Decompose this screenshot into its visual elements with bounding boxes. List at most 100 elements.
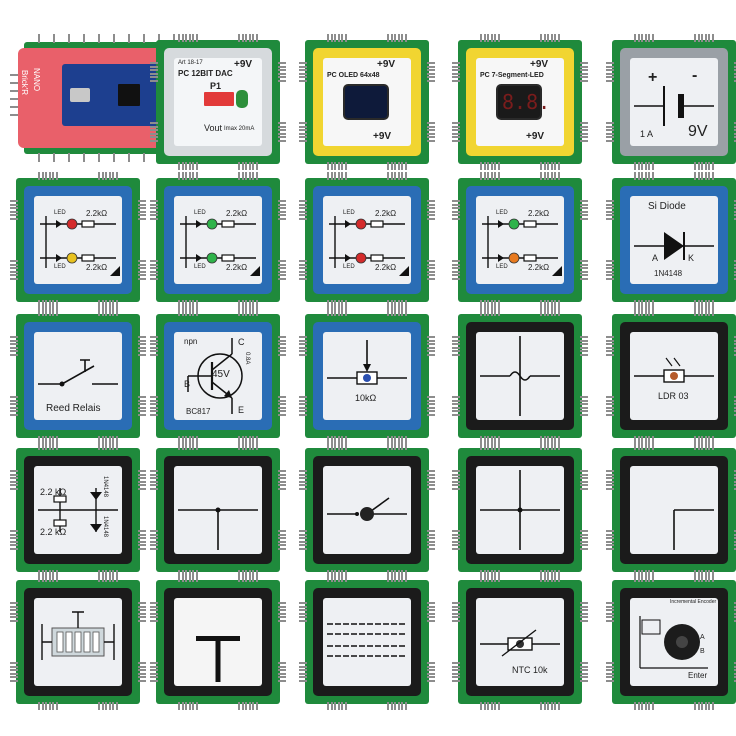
connector-pin <box>694 442 696 450</box>
connector-pin <box>483 308 486 316</box>
connector-pin <box>694 702 696 710</box>
connector-pin <box>278 274 286 276</box>
connector-pin <box>299 679 307 682</box>
connector-pin <box>497 442 500 450</box>
connector-pin <box>580 139 588 142</box>
connector-pin <box>278 533 286 536</box>
connector-pin <box>138 346 146 349</box>
connector-pin <box>178 172 180 180</box>
connector-pin <box>701 574 703 582</box>
connector-pin <box>68 34 70 43</box>
connector-pin <box>480 702 482 710</box>
connector-pin <box>452 616 460 618</box>
connector-pin <box>606 530 614 532</box>
connector-pin <box>150 480 158 483</box>
connector-pin <box>278 339 286 342</box>
connector-pin <box>330 574 333 582</box>
connector-pin <box>487 172 489 180</box>
connector-pin <box>178 442 180 450</box>
connector-pin <box>452 530 460 532</box>
power-label-bottom: +9V <box>373 131 392 142</box>
connector-pin <box>637 702 640 710</box>
connector-pin <box>337 442 340 450</box>
connector-pin <box>497 308 500 316</box>
connector-pin <box>427 612 435 615</box>
connector-pin <box>606 353 614 356</box>
connector-pin <box>150 274 158 276</box>
connector-pin <box>734 396 736 398</box>
led-label-bottom: LED <box>194 264 206 270</box>
connector-pin <box>387 172 389 180</box>
connector-pin <box>390 442 393 450</box>
connector-pin <box>494 172 496 180</box>
connector-pin <box>278 484 286 486</box>
connector-pin <box>452 62 460 64</box>
connector-pin <box>195 172 198 180</box>
connector-pin <box>105 300 107 308</box>
connector-pin <box>704 162 707 170</box>
connector-pin <box>138 540 146 543</box>
connector-pin <box>480 442 482 450</box>
connector-pin <box>634 34 636 42</box>
connector-pin <box>245 574 247 582</box>
connector-pin <box>115 300 118 308</box>
connector-pin <box>606 473 614 476</box>
connector-pin <box>394 34 396 42</box>
connector-pin <box>150 210 158 213</box>
article-label: Art 18-17 <box>178 60 203 66</box>
connector-pin <box>278 214 286 216</box>
connector-pin <box>452 267 460 269</box>
connector-pin <box>452 605 460 608</box>
connector-pin <box>299 410 307 412</box>
connector-pin <box>150 125 158 128</box>
connector-pin <box>734 410 736 412</box>
connector-pin <box>427 413 435 416</box>
connector-pin <box>701 308 703 316</box>
wire-crossing-symbol <box>480 336 560 416</box>
led-label-top: LED <box>54 210 66 216</box>
power-label-bottom: +9V <box>526 131 545 142</box>
connector-pin <box>138 669 146 671</box>
connector-pin <box>557 34 560 42</box>
connector-pin <box>452 676 460 678</box>
connector-pin <box>427 533 435 536</box>
connector-pin <box>397 172 400 180</box>
connector-pin <box>299 676 307 678</box>
brick-housing <box>313 588 421 696</box>
connector-pin <box>252 34 254 42</box>
resistor-label-bottom: 2.2 kΩ <box>40 527 67 537</box>
connector-pin <box>192 308 194 316</box>
connector-pin <box>480 34 482 42</box>
connector-pin <box>108 300 111 308</box>
connector-pin <box>580 72 588 75</box>
connector-pin <box>185 300 187 308</box>
brick-housing <box>313 456 421 564</box>
connector-pin <box>483 172 486 180</box>
connector-pin <box>105 172 107 180</box>
connector-pin <box>606 679 614 682</box>
connector-pin <box>138 350 146 352</box>
connector-pin <box>299 484 307 486</box>
connector-pin <box>252 574 254 582</box>
title-label: LDR 03 <box>658 391 689 401</box>
connector-pin <box>150 136 158 138</box>
connector-pin <box>252 308 254 316</box>
connector-pin <box>10 399 18 402</box>
connector-pin <box>427 277 435 280</box>
connector-pin <box>115 308 118 316</box>
connector-pin <box>648 172 650 180</box>
connector-pin <box>494 308 496 316</box>
connector-pin <box>427 669 435 671</box>
connector-pin <box>487 702 489 710</box>
connector-pin <box>278 132 286 135</box>
connector-pin <box>483 162 486 170</box>
connector-pin <box>452 343 460 345</box>
connector-pin <box>397 442 400 450</box>
connector-pin <box>734 616 736 618</box>
connector-pin <box>138 487 146 490</box>
connector-pin <box>278 263 286 266</box>
connector-pin <box>452 336 460 338</box>
connector-pin <box>427 676 435 678</box>
usb-port <box>70 88 90 102</box>
